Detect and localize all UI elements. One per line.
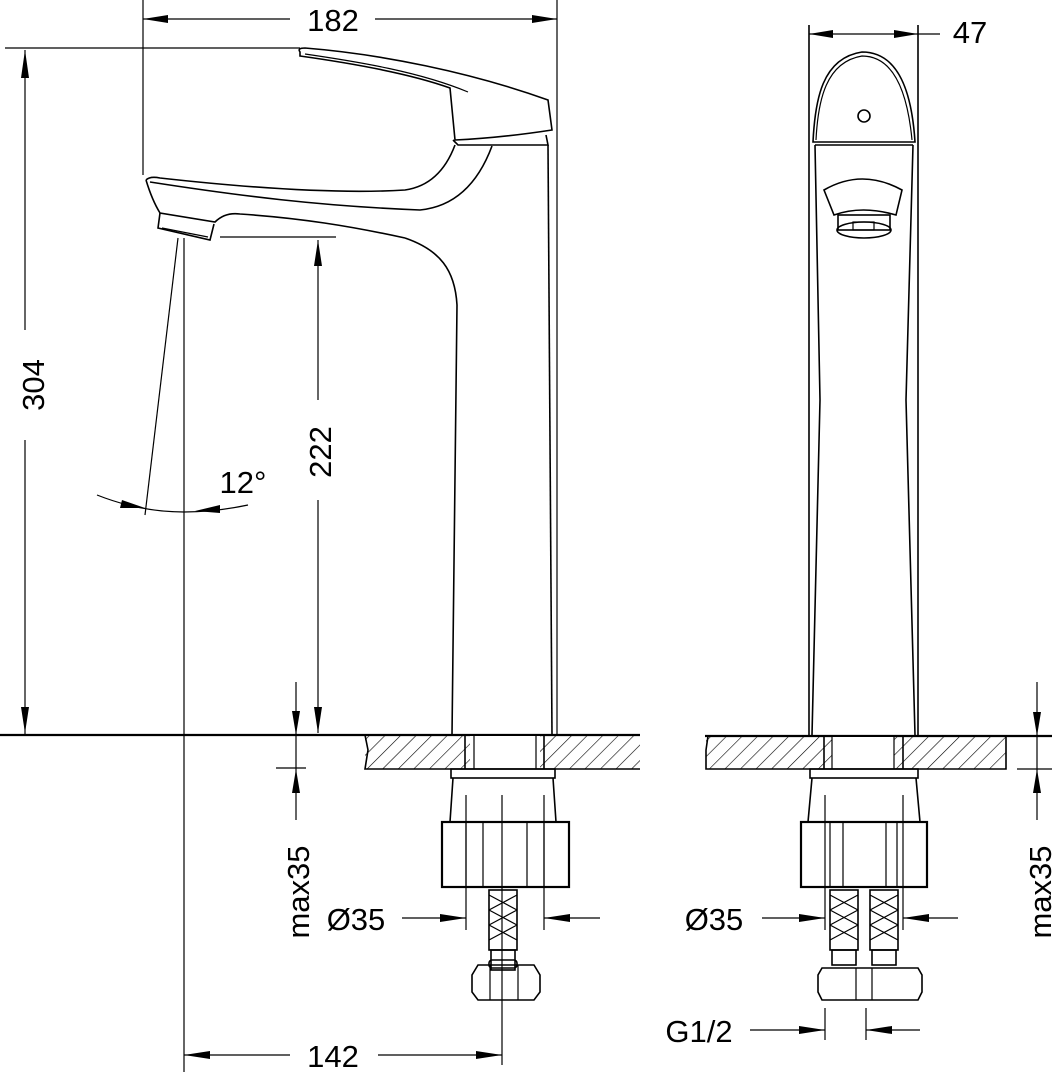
label-overall-width: 182: [307, 3, 359, 38]
label-hole-diameter-right: Ø35: [685, 902, 744, 937]
label-overall-height: 304: [16, 359, 51, 411]
deck-left: [0, 733, 640, 770]
dimension-spout-angle: 12°: [96, 238, 267, 1072]
label-spout-reach: 142: [307, 1039, 359, 1072]
label-spout-angle: 12°: [220, 465, 267, 500]
dimension-deck-thickness-left: max35: [276, 682, 316, 939]
spout: [145, 144, 456, 193]
hex-nut: [471, 964, 541, 1001]
label-body-width: 47: [953, 15, 987, 50]
cartridge-cap: [452, 134, 549, 146]
mounting-assembly-front: [799, 768, 929, 1001]
dimension-spout-reach: 142: [184, 1039, 502, 1072]
label-spout-height: 222: [303, 426, 338, 478]
lever-highlight: [304, 53, 469, 93]
mounting-assembly-side: [440, 768, 571, 1065]
tap-body: [404, 237, 458, 736]
dimension-spout-height: 222: [220, 236, 338, 733]
dimension-deck-thickness-right: max35: [1017, 682, 1052, 939]
lever-handle: [298, 47, 553, 141]
deck-right: [705, 734, 1052, 770]
dimension-hole-diameter-right: Ø35: [685, 902, 958, 937]
dimension-overall-height: 304: [16, 50, 51, 735]
lever-indicator: [857, 109, 871, 123]
front-view: [808, 25, 919, 736]
label-hole-diameter-left: Ø35: [327, 902, 386, 937]
dimension-hole-diameter-left: Ø35: [327, 902, 600, 937]
mounting-nut: [440, 820, 571, 889]
lever-front: [812, 51, 916, 143]
label-deck-thickness-right: max35: [1023, 845, 1052, 938]
label-connection-thread: G1/2: [665, 1014, 732, 1049]
aerator: [157, 212, 215, 241]
flow-line: [144, 237, 179, 516]
label-deck-thickness-left: max35: [281, 845, 316, 938]
dimension-body-width: 47: [809, 15, 987, 50]
side-view: [144, 47, 558, 736]
dimension-connection-thread: G1/2: [665, 1008, 920, 1049]
dimension-overall-width: 182: [142, 0, 558, 175]
